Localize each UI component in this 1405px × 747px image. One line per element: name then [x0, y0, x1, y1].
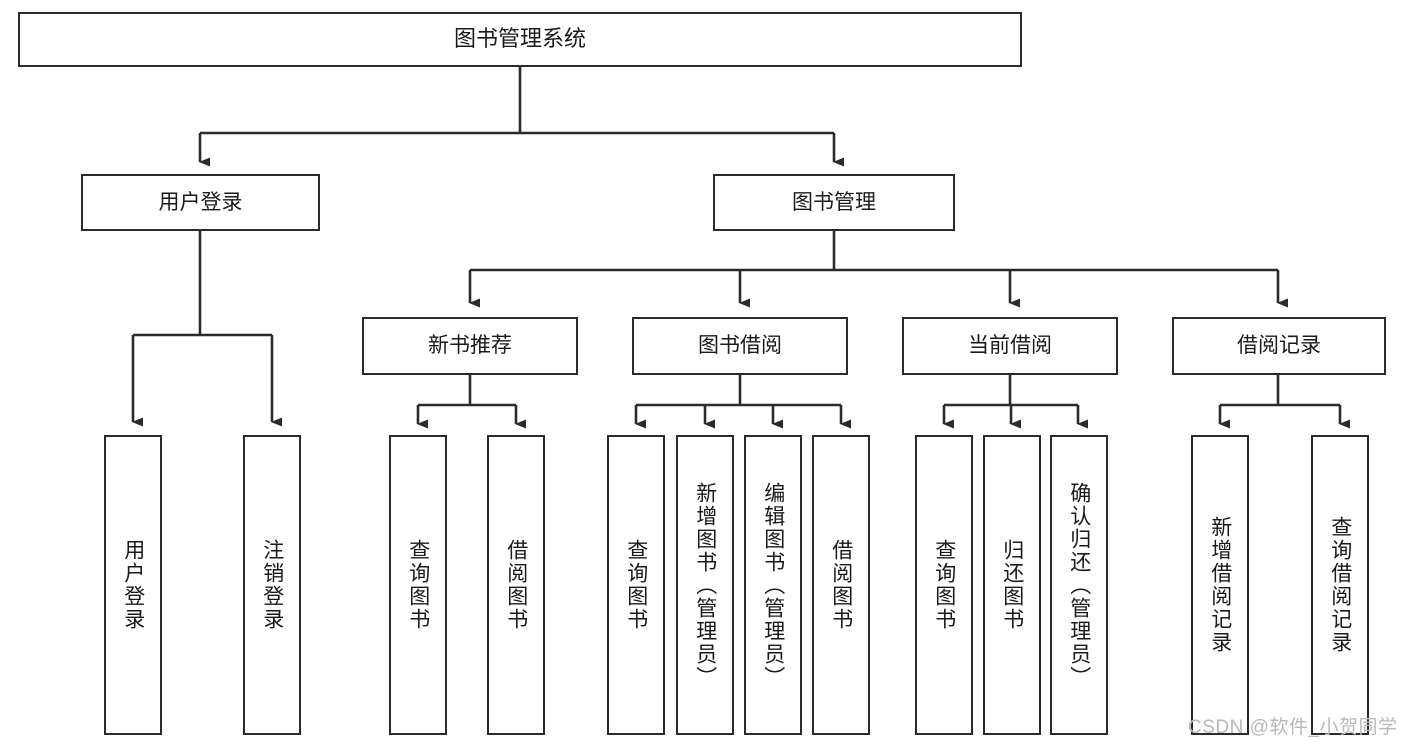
leaf-record-query-record[interactable]: 查询借阅记录 — [1311, 435, 1369, 735]
node-label: 查询图书 — [406, 539, 430, 631]
leaf-user-login[interactable]: 用户登录 — [104, 435, 162, 735]
leaf-current-confirm-return-admin[interactable]: 确认归还（管理员） — [1050, 435, 1108, 735]
leaf-current-query-book[interactable]: 查询图书 — [915, 435, 973, 735]
leaf-borrow-edit-book-admin[interactable]: 编辑图书（管理员） — [744, 435, 802, 735]
node-label: 确认归还（管理员） — [1067, 481, 1091, 689]
node-label: 注销登录 — [260, 539, 284, 631]
node-label: 用户登录 — [121, 539, 145, 631]
node-book-borrow[interactable]: 图书借阅 — [632, 317, 848, 375]
watermark: CSDN @软件_小贺同学 — [1188, 717, 1398, 738]
node-label: 查询图书 — [624, 539, 648, 631]
node-label: 用户登录 — [158, 190, 243, 214]
node-book-manage[interactable]: 图书管理 — [713, 174, 955, 231]
node-label: 图书管理 — [792, 190, 876, 214]
leaf-borrow-query-book[interactable]: 查询图书 — [607, 435, 665, 735]
node-label: 查询图书 — [932, 539, 956, 631]
node-label: 当前借阅 — [968, 334, 1052, 358]
node-label: 图书管理系统 — [453, 26, 586, 52]
node-label: 借阅图书 — [504, 539, 528, 631]
node-user-login[interactable]: 用户登录 — [81, 174, 320, 231]
node-label: 编辑图书（管理员） — [761, 481, 785, 689]
leaf-user-logout[interactable]: 注销登录 — [243, 435, 301, 735]
node-label: 查询借阅记录 — [1328, 516, 1352, 654]
node-label: 归还图书 — [1000, 539, 1024, 631]
node-new-book-recommend[interactable]: 新书推荐 — [362, 317, 578, 375]
node-borrow-record[interactable]: 借阅记录 — [1172, 317, 1386, 375]
node-root-system[interactable]: 图书管理系统 — [18, 12, 1022, 67]
node-label: 新增图书（管理员） — [693, 481, 717, 689]
node-label: 借阅记录 — [1237, 334, 1321, 358]
node-label: 新书推荐 — [428, 334, 512, 358]
leaf-newbook-borrow-book[interactable]: 借阅图书 — [487, 435, 545, 735]
node-label: 新增借阅记录 — [1208, 516, 1232, 654]
node-label: 借阅图书 — [829, 539, 853, 631]
leaf-current-return-book[interactable]: 归还图书 — [983, 435, 1041, 735]
node-current-borrow[interactable]: 当前借阅 — [902, 317, 1118, 375]
leaf-borrow-borrow-book[interactable]: 借阅图书 — [812, 435, 870, 735]
leaf-newbook-query-book[interactable]: 查询图书 — [389, 435, 447, 735]
leaf-record-add-record[interactable]: 新增借阅记录 — [1191, 435, 1249, 735]
node-label: 图书借阅 — [698, 334, 782, 358]
leaf-borrow-add-book-admin[interactable]: 新增图书（管理员） — [676, 435, 734, 735]
